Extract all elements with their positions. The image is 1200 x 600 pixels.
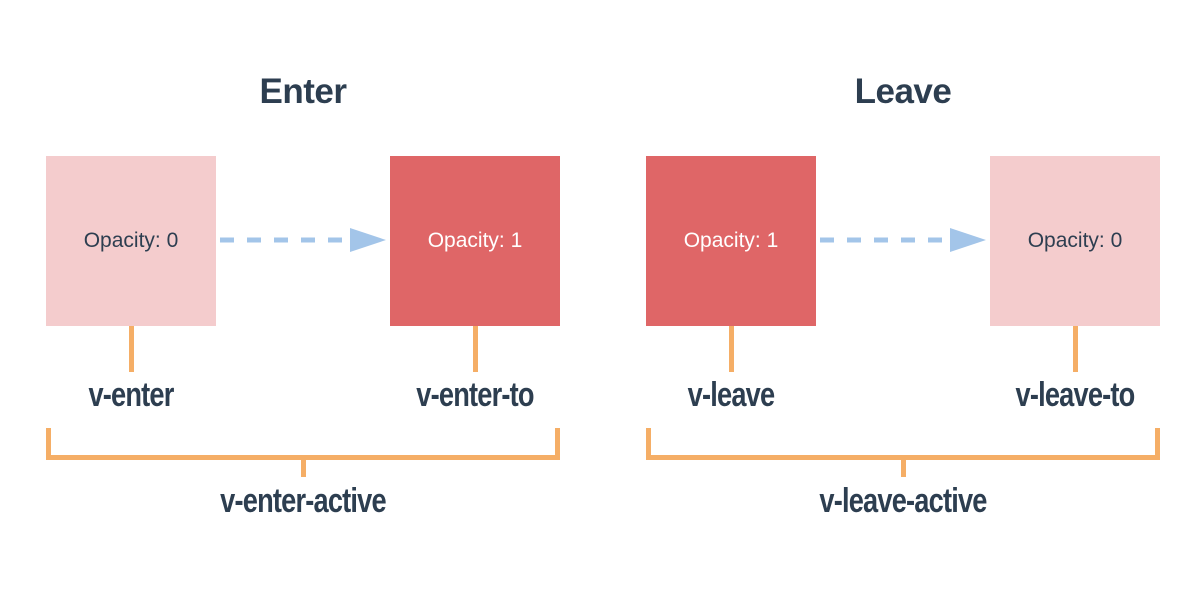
active-class-label: v-enter-active bbox=[220, 482, 386, 520]
state-box-start: Opacity: 0 bbox=[46, 156, 216, 326]
bracket-stem bbox=[301, 460, 306, 477]
connector-line bbox=[729, 326, 734, 372]
connector-line bbox=[129, 326, 134, 372]
active-phase-bracket bbox=[646, 428, 1160, 460]
state-box-end: Opacity: 1 bbox=[390, 156, 560, 326]
to-class-label: v-enter-to bbox=[416, 376, 534, 414]
dashed-arrow-icon bbox=[820, 228, 986, 252]
connector-line bbox=[473, 326, 478, 372]
active-class-label: v-leave-active bbox=[819, 482, 987, 520]
state-box-end: Opacity: 0 bbox=[990, 156, 1160, 326]
opacity-value: Opacity: 1 bbox=[683, 229, 779, 252]
enter-panel: Enter Opacity: 0 Opacity: 1 v-enter v-en… bbox=[46, 0, 560, 600]
state-box-start: Opacity: 1 bbox=[646, 156, 816, 326]
opacity-value: Opacity: 0 bbox=[83, 229, 179, 252]
opacity-value: Opacity: 1 bbox=[427, 229, 523, 252]
dashed-arrow-icon bbox=[220, 228, 386, 252]
leave-panel: Leave Opacity: 1 Opacity: 0 v-leave v-le… bbox=[646, 0, 1160, 600]
from-class-label: v-enter bbox=[88, 376, 174, 414]
active-phase-bracket bbox=[46, 428, 560, 460]
panel-title: Leave bbox=[854, 72, 952, 111]
bracket-stem bbox=[901, 460, 906, 477]
opacity-value: Opacity: 0 bbox=[1027, 229, 1123, 252]
to-class-label: v-leave-to bbox=[1015, 376, 1136, 414]
from-class-label: v-leave bbox=[687, 376, 775, 414]
panel-title: Enter bbox=[259, 72, 347, 111]
connector-line bbox=[1073, 326, 1078, 372]
